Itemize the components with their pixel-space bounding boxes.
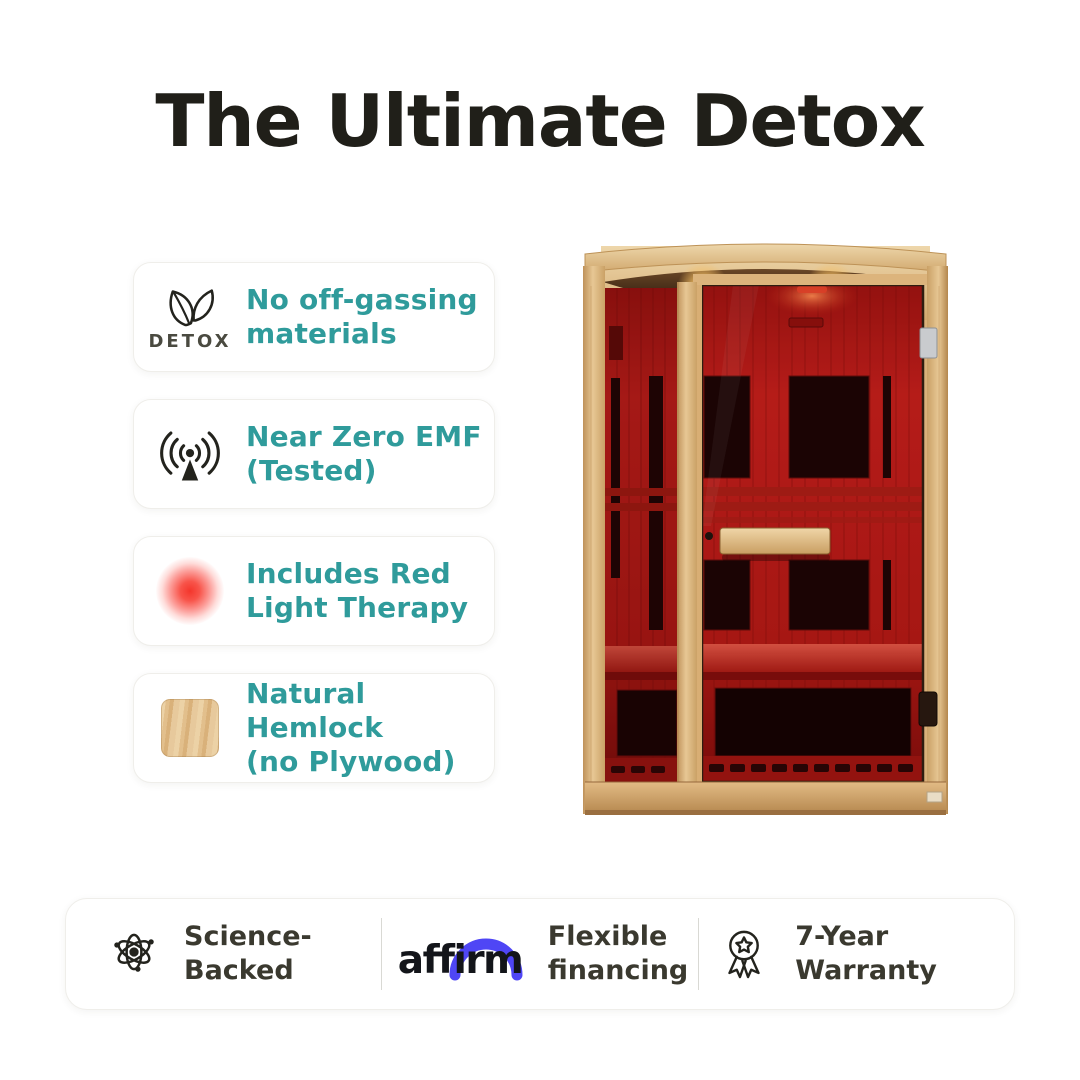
divider (380, 918, 382, 990)
badge-text: Flexible financing (547, 921, 689, 986)
hemlock-wood-swatch-icon (134, 699, 246, 757)
feature-card-list: DETOX No off-gassing materials Near Zero… (133, 262, 495, 783)
feature-text: Near Zero EMF (Tested) (246, 419, 482, 487)
badge-text: 7-Year Warranty (795, 921, 937, 986)
page-title: The Ultimate Detox (155, 79, 925, 163)
divider (698, 918, 700, 990)
atom-icon (106, 924, 162, 984)
feature-card-red-light: Includes Red Light Therapy (133, 536, 495, 646)
feature-text: Natural Hemlock (no Plywood) (246, 676, 456, 779)
badge-text: Science- Backed (184, 921, 312, 986)
sauna-product-image (583, 243, 948, 815)
red-light-glow-icon (134, 557, 246, 625)
feature-text: Includes Red Light Therapy (246, 556, 469, 624)
feature-card-detox: DETOX No off-gassing materials (133, 262, 495, 372)
affirm-logo: affirm (398, 923, 526, 985)
badge-financing: affirm Flexible financing (392, 920, 688, 988)
feature-card-emf: Near Zero EMF (Tested) (133, 399, 495, 509)
award-ribbon-icon (715, 920, 773, 988)
badge-bar: Science- Backed affirm Flexible financin… (65, 898, 1015, 1010)
detox-leaves-icon: DETOX (134, 283, 246, 352)
feature-card-hemlock: Natural Hemlock (no Plywood) (133, 673, 495, 783)
detox-caption: DETOX (148, 330, 232, 352)
emf-antenna-icon (134, 423, 246, 485)
feature-text: No off-gassing materials (246, 282, 478, 350)
badge-warranty: 7-Year Warranty (709, 920, 980, 988)
affirm-wordmark: affirm (397, 938, 524, 983)
badge-science-backed: Science- Backed (100, 920, 371, 988)
